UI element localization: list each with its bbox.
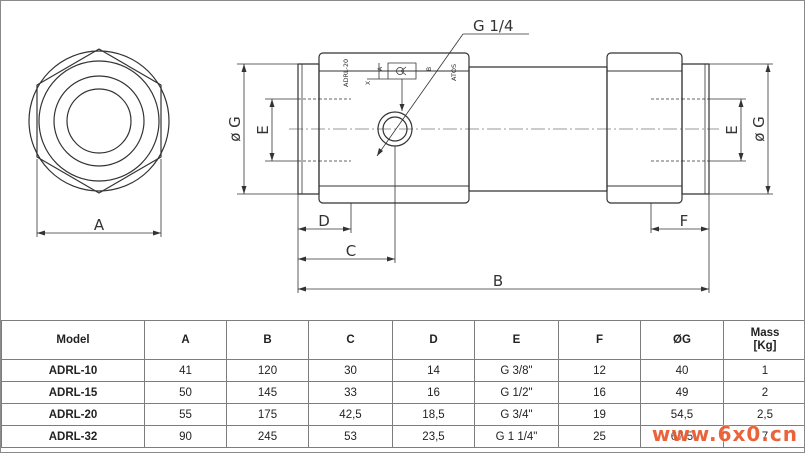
table-row: ADRL-15 50 145 33 16 G 1/2" 16 49 2: [1, 381, 804, 404]
table-cell: 23,5: [392, 425, 475, 448]
table-cell: 145: [226, 381, 309, 404]
table-cell: ADRL-10: [1, 359, 145, 382]
right-hex-nut: [606, 52, 683, 204]
table-cell: 245: [226, 425, 309, 448]
table-cell: 12: [558, 359, 641, 382]
svg-text:X: X: [365, 81, 372, 85]
dim-f-label: F: [680, 212, 689, 230]
watermark-logo: www.6x0.cn: [651, 422, 798, 446]
table-cell: G 1/2": [474, 381, 559, 404]
table-row: ADRL-10 41 120 30 14 G 3/8" 12 40 1: [1, 359, 804, 382]
col-header: C: [308, 320, 393, 360]
table-cell: 41: [144, 359, 227, 382]
table-cell: 16: [392, 381, 475, 404]
table-cell: ADRL-20: [1, 403, 145, 426]
table-cell: 42,5: [308, 403, 393, 426]
check-valve-symbol: X A B: [365, 62, 433, 111]
table-cell: ADRL-15: [1, 381, 145, 404]
specification-table: Model A B C D E F ØG Mass [Kg] ADRL-10 4…: [1, 320, 804, 448]
side-view: G 1/4 ADRL-20 ATOS X A B: [289, 17, 719, 204]
table-cell: 67,5: [640, 425, 724, 448]
hexagon-nut: [36, 48, 162, 194]
table-cell: 40: [640, 359, 724, 382]
col-header: D: [392, 320, 475, 360]
dim-b-label: B: [493, 272, 503, 290]
thread-leader: [376, 33, 464, 157]
dim-a-arrow-left: [37, 230, 45, 236]
table-cell: 55: [144, 403, 227, 426]
table-cell: 30: [308, 359, 393, 382]
thread-label: G 1/4: [473, 17, 514, 35]
end-view: A: [28, 48, 170, 237]
table-cell: G 3/4": [474, 403, 559, 426]
table-cell: 18,5: [392, 403, 475, 426]
col-header: B: [226, 320, 309, 360]
table-cell: 120: [226, 359, 309, 382]
col-header: F: [558, 320, 641, 360]
dim-e-right-label: E: [723, 125, 741, 134]
middle-ring: [53, 75, 145, 167]
dim-g-left-label: ø G: [226, 116, 244, 142]
dim-e-left-label: E: [254, 125, 272, 134]
table-cell: 49: [640, 381, 724, 404]
table-cell: G 3/8": [474, 359, 559, 382]
table-cell: ADRL-32: [1, 425, 145, 448]
table-row: ADRL-32 90 245 53 23,5 G 1 1/4" 25 67,5 …: [1, 425, 804, 448]
table-cell: 175: [226, 403, 309, 426]
col-header: A: [144, 320, 227, 360]
technical-drawing: A: [28, 17, 773, 293]
dim-c-label: C: [346, 242, 356, 260]
dim-g-right-label: ø G: [750, 116, 768, 142]
table-cell: 1: [723, 359, 804, 382]
body-mark-model: ADRL-20: [342, 59, 350, 87]
dim-d-label: D: [318, 212, 330, 230]
svg-text:A: A: [377, 66, 384, 71]
table-cell: 53: [308, 425, 393, 448]
col-header: ØG: [640, 320, 724, 360]
table-cell: 50: [144, 381, 227, 404]
col-header: Mass [Kg]: [723, 320, 804, 360]
table-cell: 19: [558, 403, 641, 426]
table-header-row: Model A B C D E F ØG Mass [Kg]: [1, 320, 804, 360]
dim-a-arrow-right: [153, 230, 161, 236]
table-cell: 7: [723, 425, 804, 448]
svg-text:B: B: [426, 67, 433, 71]
table-cell: G 1 1/4": [474, 425, 559, 448]
table-cell: 25: [558, 425, 641, 448]
table-cell: 16: [558, 381, 641, 404]
chamfer-circle: [28, 50, 170, 192]
dimensions: ø G E E ø G: [226, 63, 773, 293]
table-cell: 90: [144, 425, 227, 448]
body-mark-brand: ATOS: [450, 64, 458, 81]
table-cell: 14: [392, 359, 475, 382]
outer-ring: [38, 60, 160, 182]
table-cell: 33: [308, 381, 393, 404]
bore-ring: [66, 88, 132, 154]
col-header: Model: [1, 320, 145, 360]
col-header: E: [474, 320, 559, 360]
dim-a-label: A: [94, 216, 105, 234]
table-cell: 2: [723, 381, 804, 404]
